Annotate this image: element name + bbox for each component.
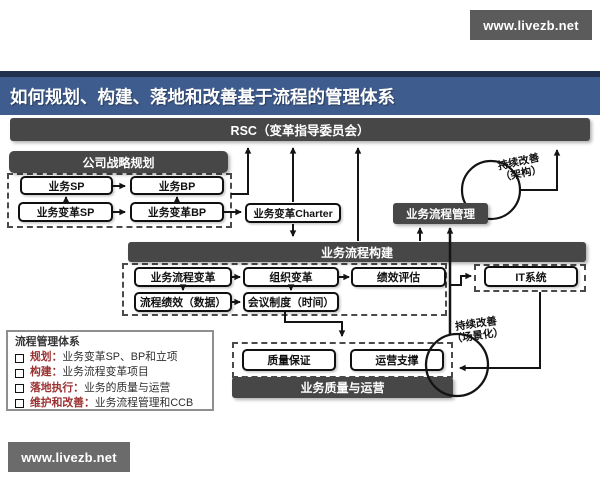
strategy-header: 公司战略规划 bbox=[9, 151, 228, 173]
watermark-bottom: www.livezb.net bbox=[8, 442, 130, 472]
square-bullet-icon bbox=[15, 384, 24, 394]
quality-operations-bar: 业务质量与运营 bbox=[232, 377, 453, 398]
box-business-change-charter: 业务变革Charter bbox=[245, 203, 341, 223]
square-bullet-icon bbox=[15, 353, 24, 363]
box-performance-evaluation: 绩效评估 bbox=[351, 267, 446, 287]
box-it-system: IT系统 bbox=[484, 266, 578, 287]
it-system-outline bbox=[474, 264, 586, 292]
box-business-process-management: 业务流程管理 bbox=[393, 203, 488, 224]
watermark-top: www.livezb.net bbox=[470, 10, 592, 40]
loop-label-scenario: 持续改善 （场景化） bbox=[451, 315, 505, 346]
rsc-steering-committee-bar: RSC（变革指导委员会） bbox=[10, 118, 590, 141]
box-process-performance-data: 流程绩效（数据） bbox=[134, 292, 232, 312]
box-business-change-bp: 业务变革BP bbox=[130, 202, 224, 222]
square-bullet-icon bbox=[15, 368, 24, 378]
legend-title: 流程管理体系 bbox=[15, 336, 80, 348]
page-title: 如何规划、构建、落地和改善基于流程的管理体系 bbox=[0, 71, 600, 115]
box-business-sp: 业务SP bbox=[20, 176, 113, 195]
loop-label-architecture: 持续改善 （架构） bbox=[496, 151, 544, 185]
box-org-change: 组织变革 bbox=[243, 267, 339, 287]
legend-item-planning: 规划： 业务变革SP、BP和立项 bbox=[15, 350, 205, 365]
legend-panel: 流程管理体系 规划： 业务变革SP、BP和立项 构建： 业务流程变革项目 落地执… bbox=[6, 330, 214, 411]
square-bullet-icon bbox=[15, 399, 24, 409]
box-quality-assurance: 质量保证 bbox=[242, 349, 336, 371]
strategy-group-outline bbox=[7, 173, 232, 228]
box-process-change: 业务流程变革 bbox=[134, 267, 232, 287]
box-business-bp: 业务BP bbox=[130, 176, 224, 195]
legend-item-maintain-improve: 维护和改善： 业务流程管理和CCB bbox=[15, 396, 205, 411]
legend-item-execution: 落地执行： 业务的质量与运营 bbox=[15, 381, 205, 396]
box-operations-support: 运营支撑 bbox=[350, 349, 444, 371]
build-header: 业务流程构建 bbox=[128, 242, 586, 262]
legend-item-build: 构建： 业务流程变革项目 bbox=[15, 365, 205, 380]
box-meeting-system-time: 会议制度（时间） bbox=[243, 292, 339, 312]
box-business-change-sp: 业务变革SP bbox=[18, 202, 113, 222]
